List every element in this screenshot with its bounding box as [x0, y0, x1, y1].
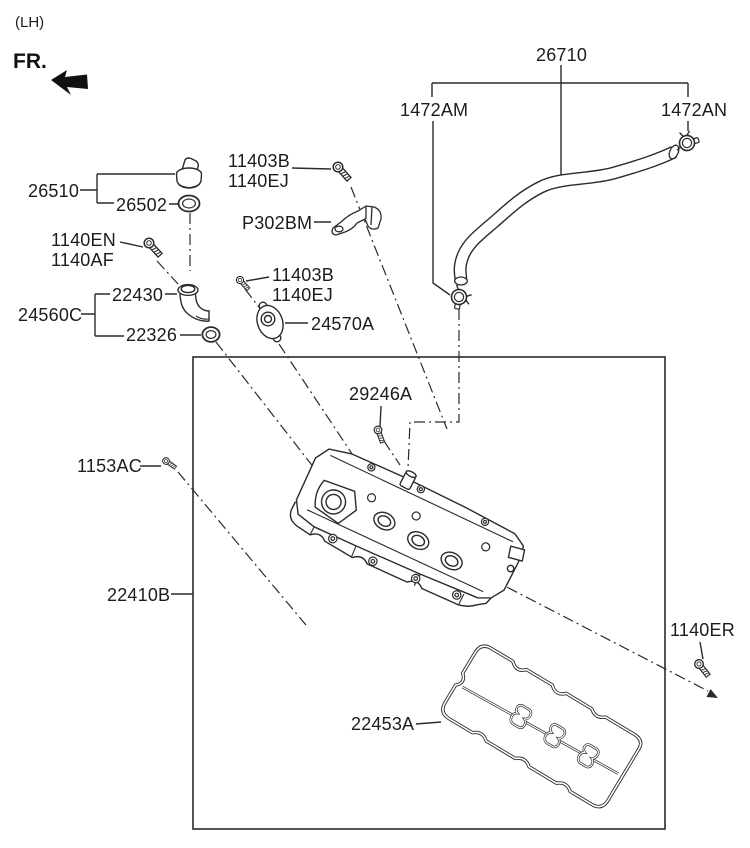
leader-lines	[80, 65, 704, 725]
callout-cover-bolt: 1140ER	[670, 620, 735, 640]
filler-neck-drawing	[177, 283, 210, 322]
rocker-cover-drawing	[289, 448, 526, 607]
callout-cover-gasket: 22453A	[351, 714, 415, 734]
view-side-label: (LH)	[15, 14, 45, 31]
callout-oil-filler-cap: 26510	[28, 181, 80, 201]
callout-bolt-filler-b: 1140AF	[51, 250, 114, 270]
bolt-filler-icon	[141, 235, 165, 260]
oil-cap-drawing	[175, 157, 203, 189]
callout-hose-clamp-front: 1472AM	[400, 100, 469, 120]
wiring-bracket-drawing	[331, 205, 382, 236]
cap-gasket-drawing	[177, 194, 201, 213]
callout-wiring-bracket: P302BM	[242, 213, 313, 233]
callout-bolt-filler-a: 1140EN	[51, 230, 116, 250]
reference-arrowhead	[706, 689, 718, 698]
cover-gasket-drawing	[437, 640, 646, 813]
callout-stud-bolt: 29246A	[349, 384, 413, 404]
callout-filler-neck-oring: 22326	[126, 325, 178, 345]
callout-bolt-bracket-a: 11403B	[228, 151, 290, 171]
hose-clamp-rear-icon	[671, 127, 702, 155]
cam-housing-drawing	[256, 301, 284, 343]
breather-hose-drawing	[453, 144, 680, 286]
callout-bolt-housing-b: 1140EJ	[272, 285, 333, 305]
callout-bolt-bracket-b: 1140EJ	[228, 171, 289, 191]
bolt-bracket-icon	[330, 159, 354, 184]
front-direction-arrow-icon	[51, 70, 88, 95]
front-direction-label: FR.	[13, 50, 47, 73]
callout-rocker-cover: 22410B	[107, 585, 171, 605]
dowel-pin-icon	[160, 455, 178, 471]
bolt-housing-icon	[234, 274, 252, 293]
callout-oil-filler-neck: 22430	[112, 285, 164, 305]
callout-cam-housing: 24570A	[311, 314, 375, 334]
stud-bolt-icon	[372, 424, 387, 445]
diagram-bounding-box	[192, 356, 666, 830]
callout-breather-hose: 26710	[536, 45, 588, 65]
cover-bolt-icon	[692, 657, 713, 680]
filler-oring-drawing	[201, 326, 221, 343]
hose-clamp-front-icon	[448, 283, 474, 312]
callout-oil-filler-assy: 24560C	[18, 305, 83, 325]
callout-hose-clamp-rear: 1472AN	[661, 100, 728, 120]
callout-filler-cap-gasket: 26502	[116, 195, 168, 215]
callout-bolt-housing-a: 11403B	[272, 265, 334, 285]
callout-dowel-pin: 1153AC	[77, 456, 142, 476]
